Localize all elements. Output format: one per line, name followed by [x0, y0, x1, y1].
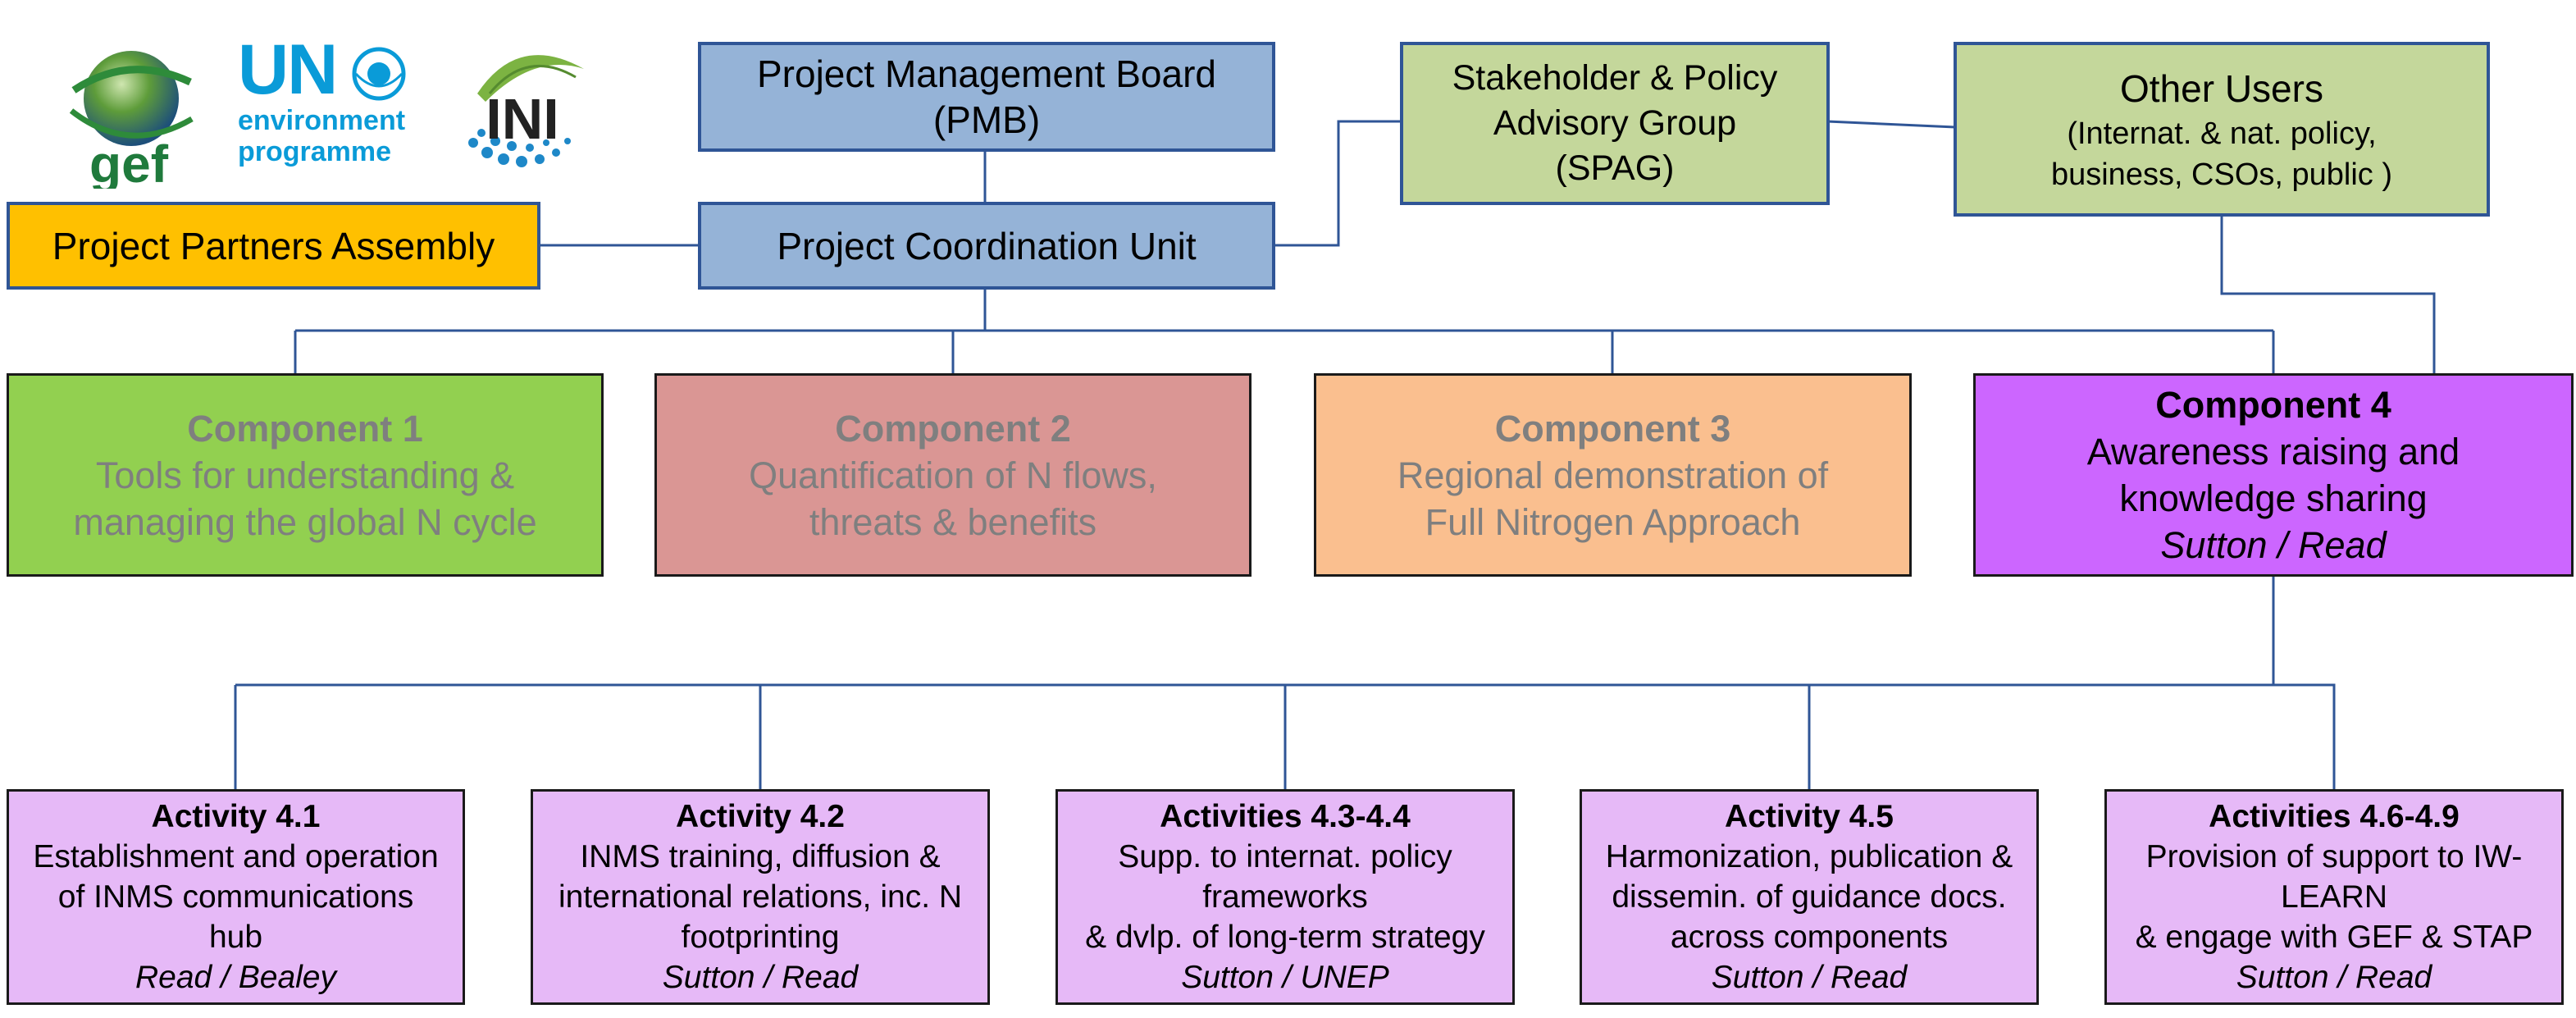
- component-1-line2: managing the global N cycle: [73, 500, 537, 543]
- activity-4-1-line1: Establishment and operation: [33, 839, 439, 874]
- connector-pcu-spag: [1273, 120, 1402, 247]
- ini-leaf-icon: INI: [468, 55, 584, 167]
- spag-line3: (SPAG): [1555, 148, 1675, 188]
- component-2: Component 2 Quantification of N flows, t…: [654, 373, 1252, 577]
- activities-4-3-line3: & dvlp. of long-term strategy: [1085, 920, 1485, 955]
- activities-4-3-line2: frameworks: [1202, 879, 1368, 915]
- connector-spag-users: [1826, 120, 1956, 129]
- activity-4-5-line2: dissemin. of guidance docs.: [1612, 879, 2007, 915]
- activities-4-6-title: Activities 4.6-4.9: [2209, 799, 2460, 834]
- spag-line2: Advisory Group: [1493, 103, 1737, 143]
- activity-4-2-line2: international relations, inc. N: [558, 879, 963, 915]
- activity-4-5-lead: Sutton / Read: [1711, 960, 1908, 995]
- component-3: Component 3 Regional demonstration of Fu…: [1314, 373, 1912, 577]
- other-users-line3: business, CSOs, public ): [2050, 157, 2393, 192]
- activities-4-3-title: Activities 4.3-4.4: [1160, 799, 1411, 834]
- ppa-label: Project Partners Assembly: [52, 224, 495, 267]
- activity-4-2-line3: footprinting: [681, 920, 840, 955]
- activities-4-6-line2: LEARN: [2280, 879, 2388, 915]
- activity-4-5: Activity 4.5 Harmonization, publication …: [1580, 789, 2039, 1005]
- pcu-label: Project Coordination Unit: [777, 224, 1197, 267]
- component-3-line2: Full Nitrogen Approach: [1425, 500, 1801, 543]
- activities-4-6-lead: Sutton / Read: [2236, 960, 2432, 995]
- activity-4-5-title: Activity 4.5: [1725, 799, 1894, 834]
- un-logo-line3: programme: [238, 136, 392, 167]
- other-users-line2: (Internat. & nat. policy,: [2067, 116, 2377, 151]
- activity-4-1-line3: hub: [208, 920, 263, 955]
- gef-globe-icon: gef: [69, 51, 194, 194]
- project-coordination-unit: Project Coordination Unit: [698, 202, 1275, 290]
- un-environment-logo: UN environment programme: [238, 34, 426, 178]
- activity-4-2-lead: Sutton / Read: [662, 960, 859, 995]
- component-1: Component 1 Tools for understanding & ma…: [7, 373, 604, 577]
- un-logo-line2: environment: [238, 105, 406, 136]
- un-logo-text: UN: [238, 30, 338, 109]
- activity-4-2: Activity 4.2 INMS training, diffusion & …: [531, 789, 990, 1005]
- spag-line1: Stakeholder & Policy: [1452, 58, 1778, 98]
- project-management-board: Project Management Board (PMB): [698, 42, 1275, 152]
- component-2-line2: threats & benefits: [809, 500, 1097, 543]
- un-emblem-icon: [352, 47, 406, 101]
- activity-4-2-line1: INMS training, diffusion &: [580, 839, 941, 874]
- activities-4-3-lead: Sutton / UNEP: [1181, 960, 1389, 995]
- other-users-title: Other Users: [2120, 66, 2323, 110]
- component-4-lead: Sutton / Read: [2160, 524, 2387, 566]
- activities-4-6-4-9: Activities 4.6-4.9 Provision of support …: [2104, 789, 2564, 1005]
- activity-4-1-lead: Read / Bealey: [135, 960, 336, 995]
- ini-logo: INI: [453, 36, 592, 176]
- svg-text:gef: gef: [89, 135, 169, 189]
- activity-4-5-line1: Harmonization, publication &: [1605, 839, 2013, 874]
- activities-4-6-line1: Provision of support to IW-: [2145, 839, 2523, 874]
- pmb-line1: Project Management Board: [757, 52, 1216, 95]
- connector-comp4-act49: [2272, 576, 2336, 789]
- activities-4-3-line1: Supp. to internat. policy: [1118, 839, 1452, 874]
- component-2-line1: Quantification of N flows,: [749, 454, 1157, 496]
- other-users: Other Users (Internat. & nat. policy, bu…: [1954, 42, 2490, 217]
- activity-4-1: Activity 4.1 Establishment and operation…: [7, 789, 465, 1005]
- component-4-title: Component 4: [2155, 384, 2391, 426]
- activity-4-1-line2: of INMS communications: [57, 879, 414, 915]
- svg-text:INI: INI: [486, 87, 559, 151]
- gef-logo: gef: [51, 33, 207, 194]
- component-3-title: Component 3: [1494, 407, 1731, 450]
- activity-4-5-line3: across components: [1670, 920, 1949, 955]
- component-4-line2: knowledge sharing: [2119, 477, 2428, 519]
- component-2-title: Component 2: [835, 407, 1071, 450]
- activity-4-1-title: Activity 4.1: [151, 799, 321, 834]
- activity-4-2-title: Activity 4.2: [676, 799, 845, 834]
- activities-4-3-4-4: Activities 4.3-4.4 Supp. to internat. po…: [1055, 789, 1515, 1005]
- component-3-line1: Regional demonstration of: [1397, 454, 1829, 496]
- stakeholder-policy-advisory-group: Stakeholder & Policy Advisory Group (SPA…: [1400, 42, 1830, 205]
- component-1-title: Component 1: [187, 407, 423, 450]
- pmb-line2: (PMB): [932, 98, 1041, 141]
- project-partners-assembly: Project Partners Assembly: [7, 202, 540, 290]
- connector-users-comp4: [2220, 215, 2436, 373]
- component-4: Component 4 Awareness raising and knowle…: [1973, 373, 2574, 577]
- component-4-line1: Awareness raising and: [2086, 431, 2460, 472]
- activities-4-6-line3: & engage with GEF & STAP: [2135, 920, 2533, 955]
- component-1-line1: Tools for understanding &: [95, 454, 515, 496]
